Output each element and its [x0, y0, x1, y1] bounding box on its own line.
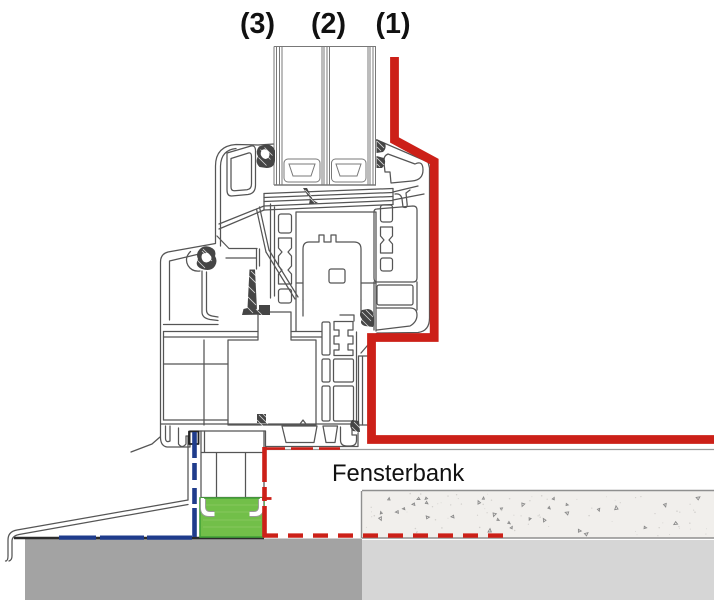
svg-text:(1): (1): [376, 8, 411, 40]
svg-text:Fensterbank: Fensterbank: [332, 460, 464, 487]
svg-text:(2): (2): [311, 8, 346, 40]
svg-text:(3): (3): [240, 8, 275, 40]
